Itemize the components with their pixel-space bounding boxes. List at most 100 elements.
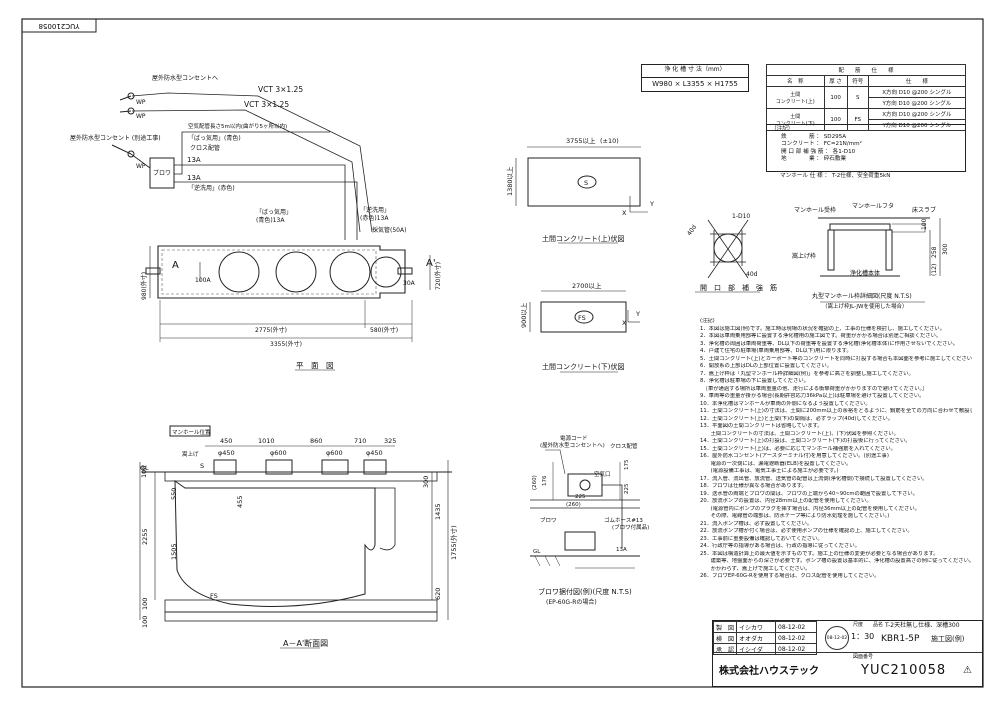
section-dim-325: 325 bbox=[384, 437, 396, 445]
dims-table: 浄 化 槽 寸 法（mm） W980 × L3355 × H1755 bbox=[641, 64, 749, 92]
drawing-id-stamp: YUC210058 bbox=[38, 22, 80, 30]
slab-upper-x: X bbox=[622, 209, 627, 217]
tb-role-2: 検 図 bbox=[712, 632, 738, 644]
note-16b: 電源の一次側には、漏電遮断器(ELB)を設置してください。 bbox=[700, 460, 852, 467]
plan-inlet-pipe: 100A bbox=[195, 277, 211, 284]
spec-note-2: コンクリート ： FC=21N/mm² bbox=[781, 141, 862, 148]
section-right-1435: 1435 bbox=[434, 503, 442, 520]
plan-air-pipe-note: 空気配管長さ5m以内(曲がり5ヶ所以内) bbox=[188, 122, 287, 130]
spec-note-1: 鉄 筋 ： SD295A bbox=[781, 133, 847, 140]
blower-detail bbox=[530, 449, 640, 569]
section-left-100c: 100 bbox=[141, 616, 149, 628]
manhole-slab: 床スラブ bbox=[912, 206, 936, 214]
approval-table: 製 図 イシカワ 08-12-02 検 図 オオダカ 08-12-02 承 認 … bbox=[712, 621, 818, 655]
notes-title: (注記) bbox=[700, 318, 715, 324]
name-label: 品名 bbox=[873, 622, 884, 628]
manhole-d300: 300 bbox=[942, 243, 949, 255]
section-dia-1: φ450 bbox=[218, 449, 235, 457]
blower-label: ブロワ bbox=[540, 516, 557, 524]
spec-row2-y: Y方向 D10 @200 シングル bbox=[867, 119, 967, 131]
section-raise: 嵩上げ bbox=[182, 450, 199, 458]
note-3: 3．浄化槽の周囲は車両荷重等、DL以下の荷重等を設置する浄化槽(浄化槽本体)に作… bbox=[700, 340, 959, 347]
plan-wp-3: WP bbox=[136, 163, 146, 170]
section-left-550: 550 bbox=[170, 488, 178, 500]
note-7: 7．嵩上げ枠は「丸型マンホール枠詳細図(例)」を参考に高さを調整し施工してくださ… bbox=[700, 370, 914, 377]
plan-13a-2: 13A bbox=[187, 174, 201, 182]
slab-lower-len: 2700以上 bbox=[572, 281, 602, 290]
plan-wp-2: WP bbox=[136, 113, 146, 120]
section-dia-4: φ450 bbox=[366, 449, 383, 457]
note-20c: その際、電線管の端部は、防水テープ等により防水処理を施してください。) bbox=[700, 513, 890, 519]
spec-title: 配 筋 仕 様 bbox=[766, 64, 966, 76]
section-dia-2: φ600 bbox=[270, 449, 287, 457]
scale-value: 1：30 bbox=[851, 632, 875, 641]
rebar-spec-table: 配 筋 仕 様 名 称 厚 さ 符号 仕 様 土間 コンクリート(上) 100 … bbox=[766, 64, 967, 131]
plan-vct-1: VCT 3×1.25 bbox=[258, 85, 303, 94]
blower-d260: (260) bbox=[532, 475, 538, 490]
spec-notes-title: （注記） bbox=[771, 126, 794, 132]
blower-gl: GL bbox=[533, 549, 541, 555]
blower-d225: 225 bbox=[575, 494, 586, 500]
warning-icon: ⚠ bbox=[963, 665, 972, 676]
plan-blower-label: ブロワ bbox=[153, 169, 171, 177]
slab-upper-sub: (±10) bbox=[600, 137, 619, 145]
slab-lower-y: Y bbox=[635, 310, 640, 318]
opening-caption: 開 口 部 補 強 筋 bbox=[700, 283, 777, 292]
slab-lower-view bbox=[529, 290, 640, 373]
plan-view bbox=[111, 92, 431, 371]
blower-power-cord: 電源コード bbox=[560, 434, 588, 442]
title-block: 製 図 イシカワ 08-12-02 検 図 オオダカ 08-12-02 承 認 … bbox=[712, 620, 983, 687]
manhole-raise: 嵩上げ枠 bbox=[792, 252, 816, 260]
section-dim-710: 710 bbox=[354, 437, 366, 445]
manhole-tank: 浄化槽本体 bbox=[850, 269, 880, 277]
opening-40d-a: 40d bbox=[686, 224, 698, 238]
note-13: 13．平面図の土間コンクリートは省略しています。 bbox=[700, 423, 823, 429]
section-left-2255: 2255 bbox=[141, 528, 149, 545]
blower-caption: ブロワ据付図(例)(尺度 N.T.S) bbox=[538, 587, 632, 596]
plan-aeration-left: 「ばっ気用」(青色) bbox=[188, 134, 241, 142]
drawing-type: 施工図(例) bbox=[931, 635, 965, 643]
company-name: 株式会社ハウステック bbox=[719, 666, 819, 677]
note-25c: かかわらず、嵩上げで施工してください。 bbox=[700, 565, 811, 572]
plan-backwash-color: (赤色)13A bbox=[360, 214, 389, 222]
section-right-1755: 1755(外寸) bbox=[449, 525, 458, 560]
spec-row1-thickness: 100 bbox=[823, 86, 848, 109]
note-25: 25．本図は構造計算上の最大値を示すものです。施工上の仕様の変更が必要となる場合… bbox=[700, 550, 939, 557]
section-dim-450: 450 bbox=[220, 437, 232, 445]
section-right-620: 620 bbox=[434, 588, 442, 600]
product-note: T-2天杜無し仕様、深槽300 bbox=[885, 622, 960, 629]
tb-date-2: 08-12-02 bbox=[775, 632, 818, 644]
note-14: 14．土間コンクリート(上)の打設は、土間コンクリート(下)の打設後に行ってくだ… bbox=[700, 438, 911, 444]
slab-upper-h: 1380以上 bbox=[505, 166, 514, 196]
note-17: 17．流入管、流出管、放流管、送気管の配管は上流側(浄化槽側)で接続して設置して… bbox=[700, 475, 928, 482]
manhole-frame: マンホール受枠 bbox=[794, 206, 836, 214]
section-dim-1010: 1010 bbox=[258, 437, 275, 445]
section-gl: GL bbox=[140, 464, 149, 472]
spec-head-thickness: 厚 さ bbox=[823, 75, 848, 87]
note-20b: (電源管内にポンプのプラグを挿す場合は、内径36mm以上の配管を使用してください… bbox=[700, 505, 920, 512]
plan-outdoor-outlet-label: 屋外防水型コンセントへ bbox=[152, 74, 218, 82]
manhole-subcaption: （嵩上げ枠JL-JWを使用した場合） bbox=[822, 302, 907, 310]
note-12: 12．土間コンクリート(上)と土間(下)の間隔は、必ずラップ(40d)してくださ… bbox=[700, 415, 894, 422]
slab-upper-y: Y bbox=[649, 200, 654, 208]
manhole-cover: マンホールフタ bbox=[852, 202, 894, 210]
manhole-d258: 258 bbox=[931, 246, 938, 258]
blower-13a: 13A bbox=[616, 547, 627, 553]
general-notes: (注記) 1．本図は施工図(例)です。施工時は現場の状況を確認の上、工事の仕様を… bbox=[700, 318, 972, 581]
blower-outlet: (屋外防水型コンセントへ) bbox=[540, 441, 605, 449]
spec-row1-name: 土間 コンクリート(上) bbox=[766, 86, 825, 109]
note-5: 5．土間コンクリート(上)とカーポート等のコンクリートを同時に打設する場合も本図… bbox=[700, 355, 972, 362]
slab-lower-code: FS bbox=[578, 314, 586, 322]
plan-outlet-a: A' bbox=[426, 258, 436, 269]
note-21: 21．流入ポンプ槽は、必ず設置してください。 bbox=[700, 520, 813, 527]
note-13b: 土間コンクリートの寸法は、土間コンクリート(上)、(下)伏図を参照ください。 bbox=[700, 430, 899, 437]
section-left-100a: 100 bbox=[140, 466, 148, 478]
blower-hose: ゴムホース#13 bbox=[604, 516, 643, 524]
section-dia-3: φ600 bbox=[326, 449, 343, 457]
tb-role-1: 製 図 bbox=[712, 621, 738, 633]
section-manhole-pos: マンホール位置 bbox=[172, 428, 211, 436]
spec-row2-x: X方向 D10 @200 シングル bbox=[867, 108, 967, 120]
slab-lower-h: 900以上 bbox=[519, 302, 528, 328]
slab-upper-code: S bbox=[584, 179, 588, 187]
